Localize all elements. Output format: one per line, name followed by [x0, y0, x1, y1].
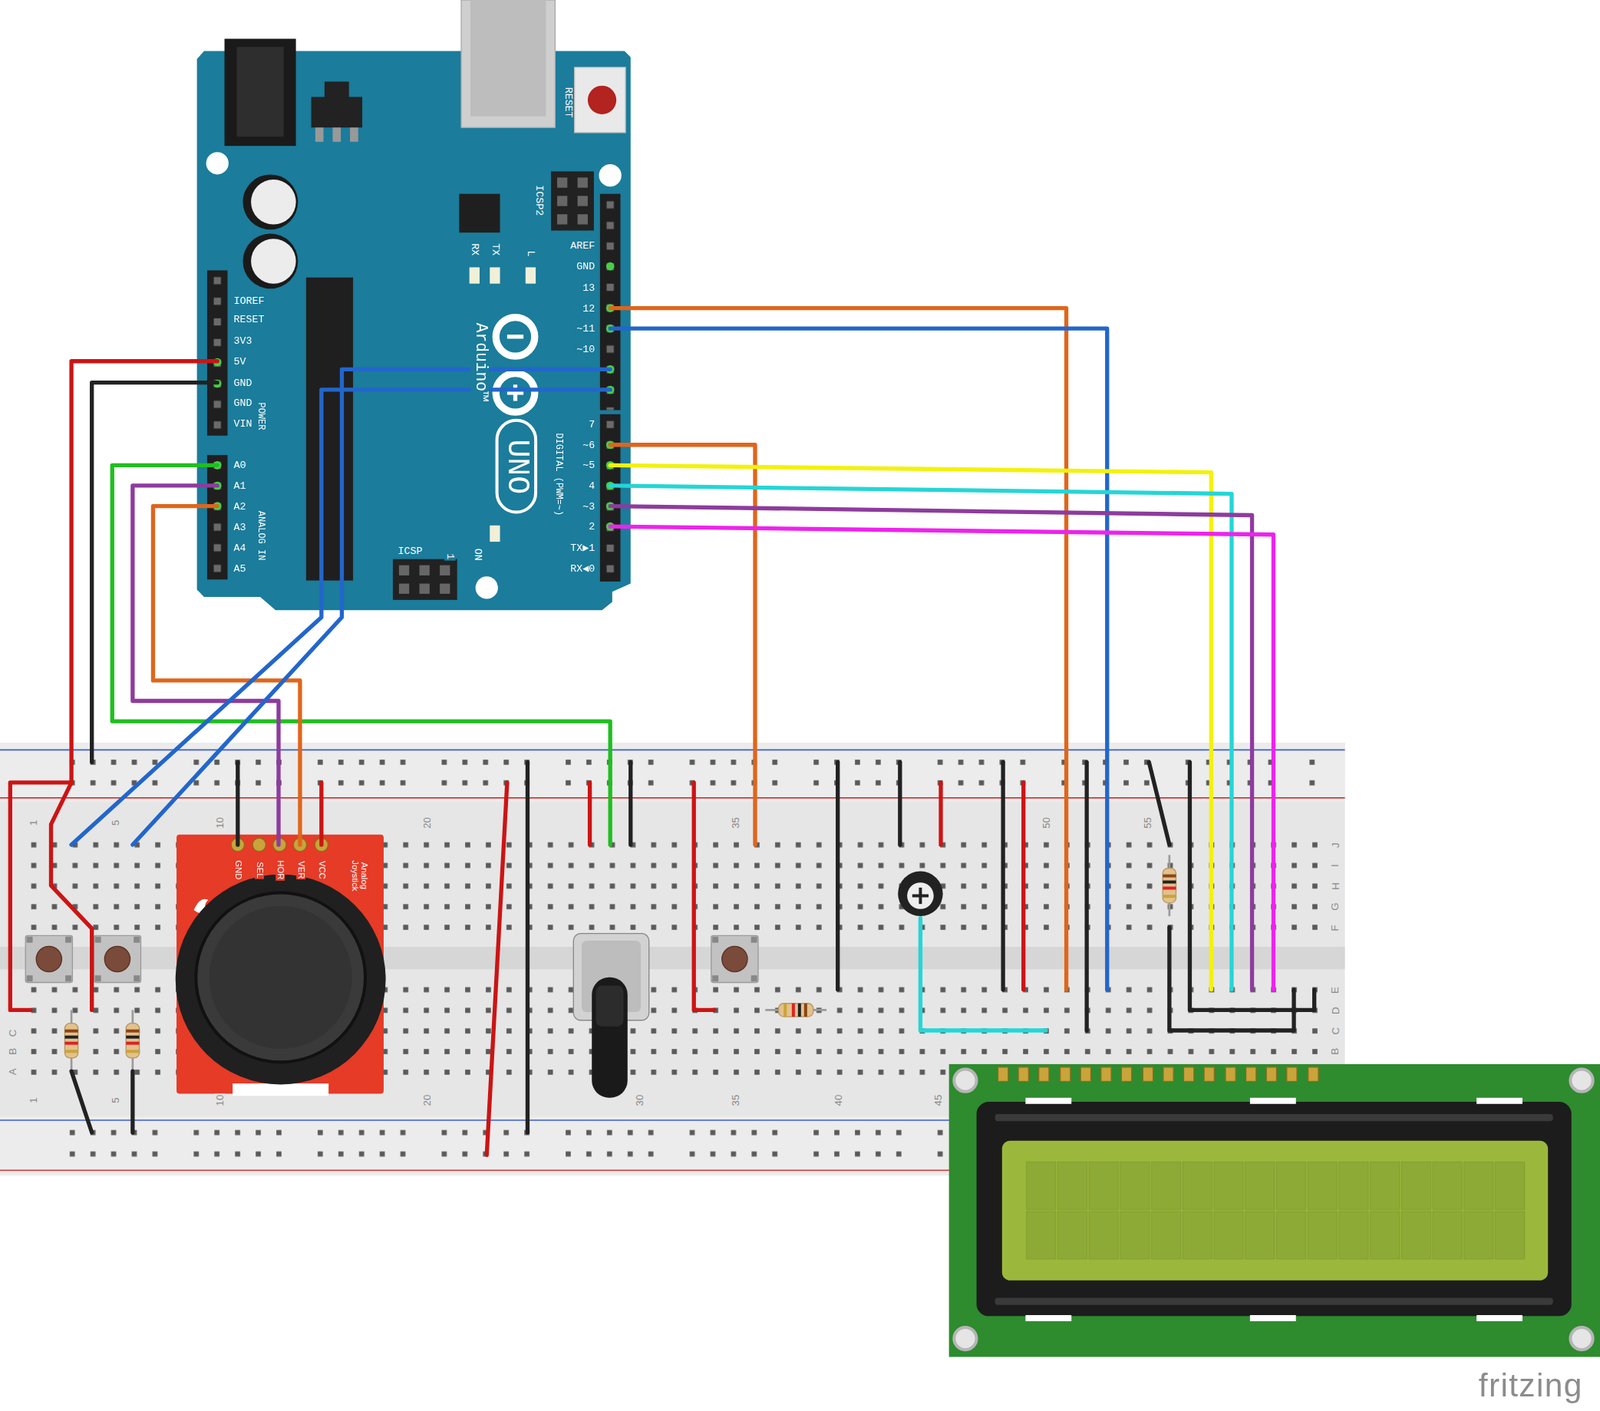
lcd-display [949, 1064, 1600, 1358]
module-pin-label: VER [295, 859, 305, 880]
pin-label: ~5 [581, 459, 597, 472]
breadboard-index: B [1329, 1046, 1341, 1056]
jumper-wire [9, 308, 1314, 1156]
pin-label: UNO [499, 437, 534, 495]
pin-label: 4 [587, 480, 597, 492]
pin-label: RX [468, 241, 481, 257]
breadboard-index: I [1329, 862, 1341, 868]
module-pin-label: Analog Joystick [349, 851, 370, 899]
pin-label: ON [471, 547, 484, 562]
pin-label: ANALOG IN [254, 509, 264, 561]
module-pin-label: SEL [254, 860, 264, 879]
pin-label: 7 [587, 418, 597, 431]
pin-label: Arduino™ [470, 321, 489, 403]
watermark: fritzing [1478, 1367, 1584, 1404]
pin-label: RX◀0 [569, 562, 597, 575]
breadboard-index: 30 [633, 1093, 645, 1107]
pin-label: A1 [232, 480, 248, 492]
breadboard-index: 5 [109, 1095, 122, 1104]
breadboard-index: G [1329, 900, 1341, 911]
breadboard-index: A [6, 1066, 18, 1076]
pin-label: GND [232, 397, 254, 410]
breadboard-index: F [1329, 923, 1341, 932]
breadboard-index: C [6, 1028, 19, 1038]
breadboard-index: 50 [1040, 815, 1053, 829]
joystick-module [175, 834, 386, 1096]
breadboard-index: 1 [27, 818, 40, 827]
pin-label: AREF [569, 240, 597, 252]
pin-label: POWER [254, 401, 264, 432]
pin-label: 2 [587, 521, 597, 533]
pin-label: A5 [232, 562, 248, 575]
arduino-board [197, 0, 631, 611]
pin-label: ICSP [396, 545, 424, 558]
module-pin-label: HOR [274, 858, 284, 881]
pin-label: 1 [444, 551, 456, 561]
pin-label: TX▶1 [569, 542, 597, 555]
breadboard-index: 35 [729, 815, 741, 829]
breadboard-index: 5 [109, 818, 122, 827]
pin-label: A3 [232, 521, 248, 534]
breadboard-index: 35 [729, 1093, 741, 1107]
pin-label: 3V3 [232, 335, 254, 347]
pin-label: A2 [232, 500, 248, 512]
pin-label: ~11 [575, 323, 597, 335]
breadboard-index: 10 [214, 815, 226, 829]
breadboard-index: 1 [27, 1095, 40, 1104]
pin-label: L [524, 248, 537, 258]
module-pin-label: VCC [316, 859, 327, 881]
breadboard-index: H [1329, 880, 1341, 891]
breadboard-index: C [1329, 1025, 1341, 1036]
pin-label: ~6 [581, 438, 597, 451]
pin-label: ~10 [575, 343, 597, 355]
pin-label: A4 [232, 542, 248, 555]
pin-label: VIN [232, 418, 254, 430]
pin-label: ~3 [581, 500, 597, 512]
pin-label: 12 [581, 302, 597, 314]
breadboard-index: 40 [831, 1093, 844, 1107]
breadboard-index: J [1329, 841, 1341, 848]
pin-label: GND [575, 260, 597, 273]
pin-label: IOREF [232, 295, 266, 307]
potentiometer [573, 933, 649, 1099]
pin-label: RESET [232, 313, 266, 326]
pin-label: GND [232, 376, 254, 389]
breadboard-index: 45 [932, 1093, 944, 1107]
breadboard-index: 10 [214, 1093, 226, 1107]
pin-label: 13 [581, 282, 597, 294]
module-pin-label: GND [233, 858, 243, 881]
breadboard-index: D [1329, 1005, 1341, 1015]
breadboard-index: 20 [421, 1093, 433, 1107]
breadboard-index: 55 [1141, 815, 1153, 829]
breadboard-index: 20 [421, 815, 433, 829]
pin-label: 5V [232, 355, 248, 367]
pin-label: ICSP2 [533, 183, 545, 217]
pin-label: DIGITAL (PWM=~) [551, 432, 562, 517]
pin-label: TX [489, 241, 502, 257]
breadboard-index: E [1329, 985, 1341, 995]
trimmer-potentiometer [897, 871, 944, 918]
pin-label: RESET [562, 85, 575, 119]
breadboard-index: B [6, 1046, 18, 1056]
pin-label: A0 [232, 459, 248, 472]
